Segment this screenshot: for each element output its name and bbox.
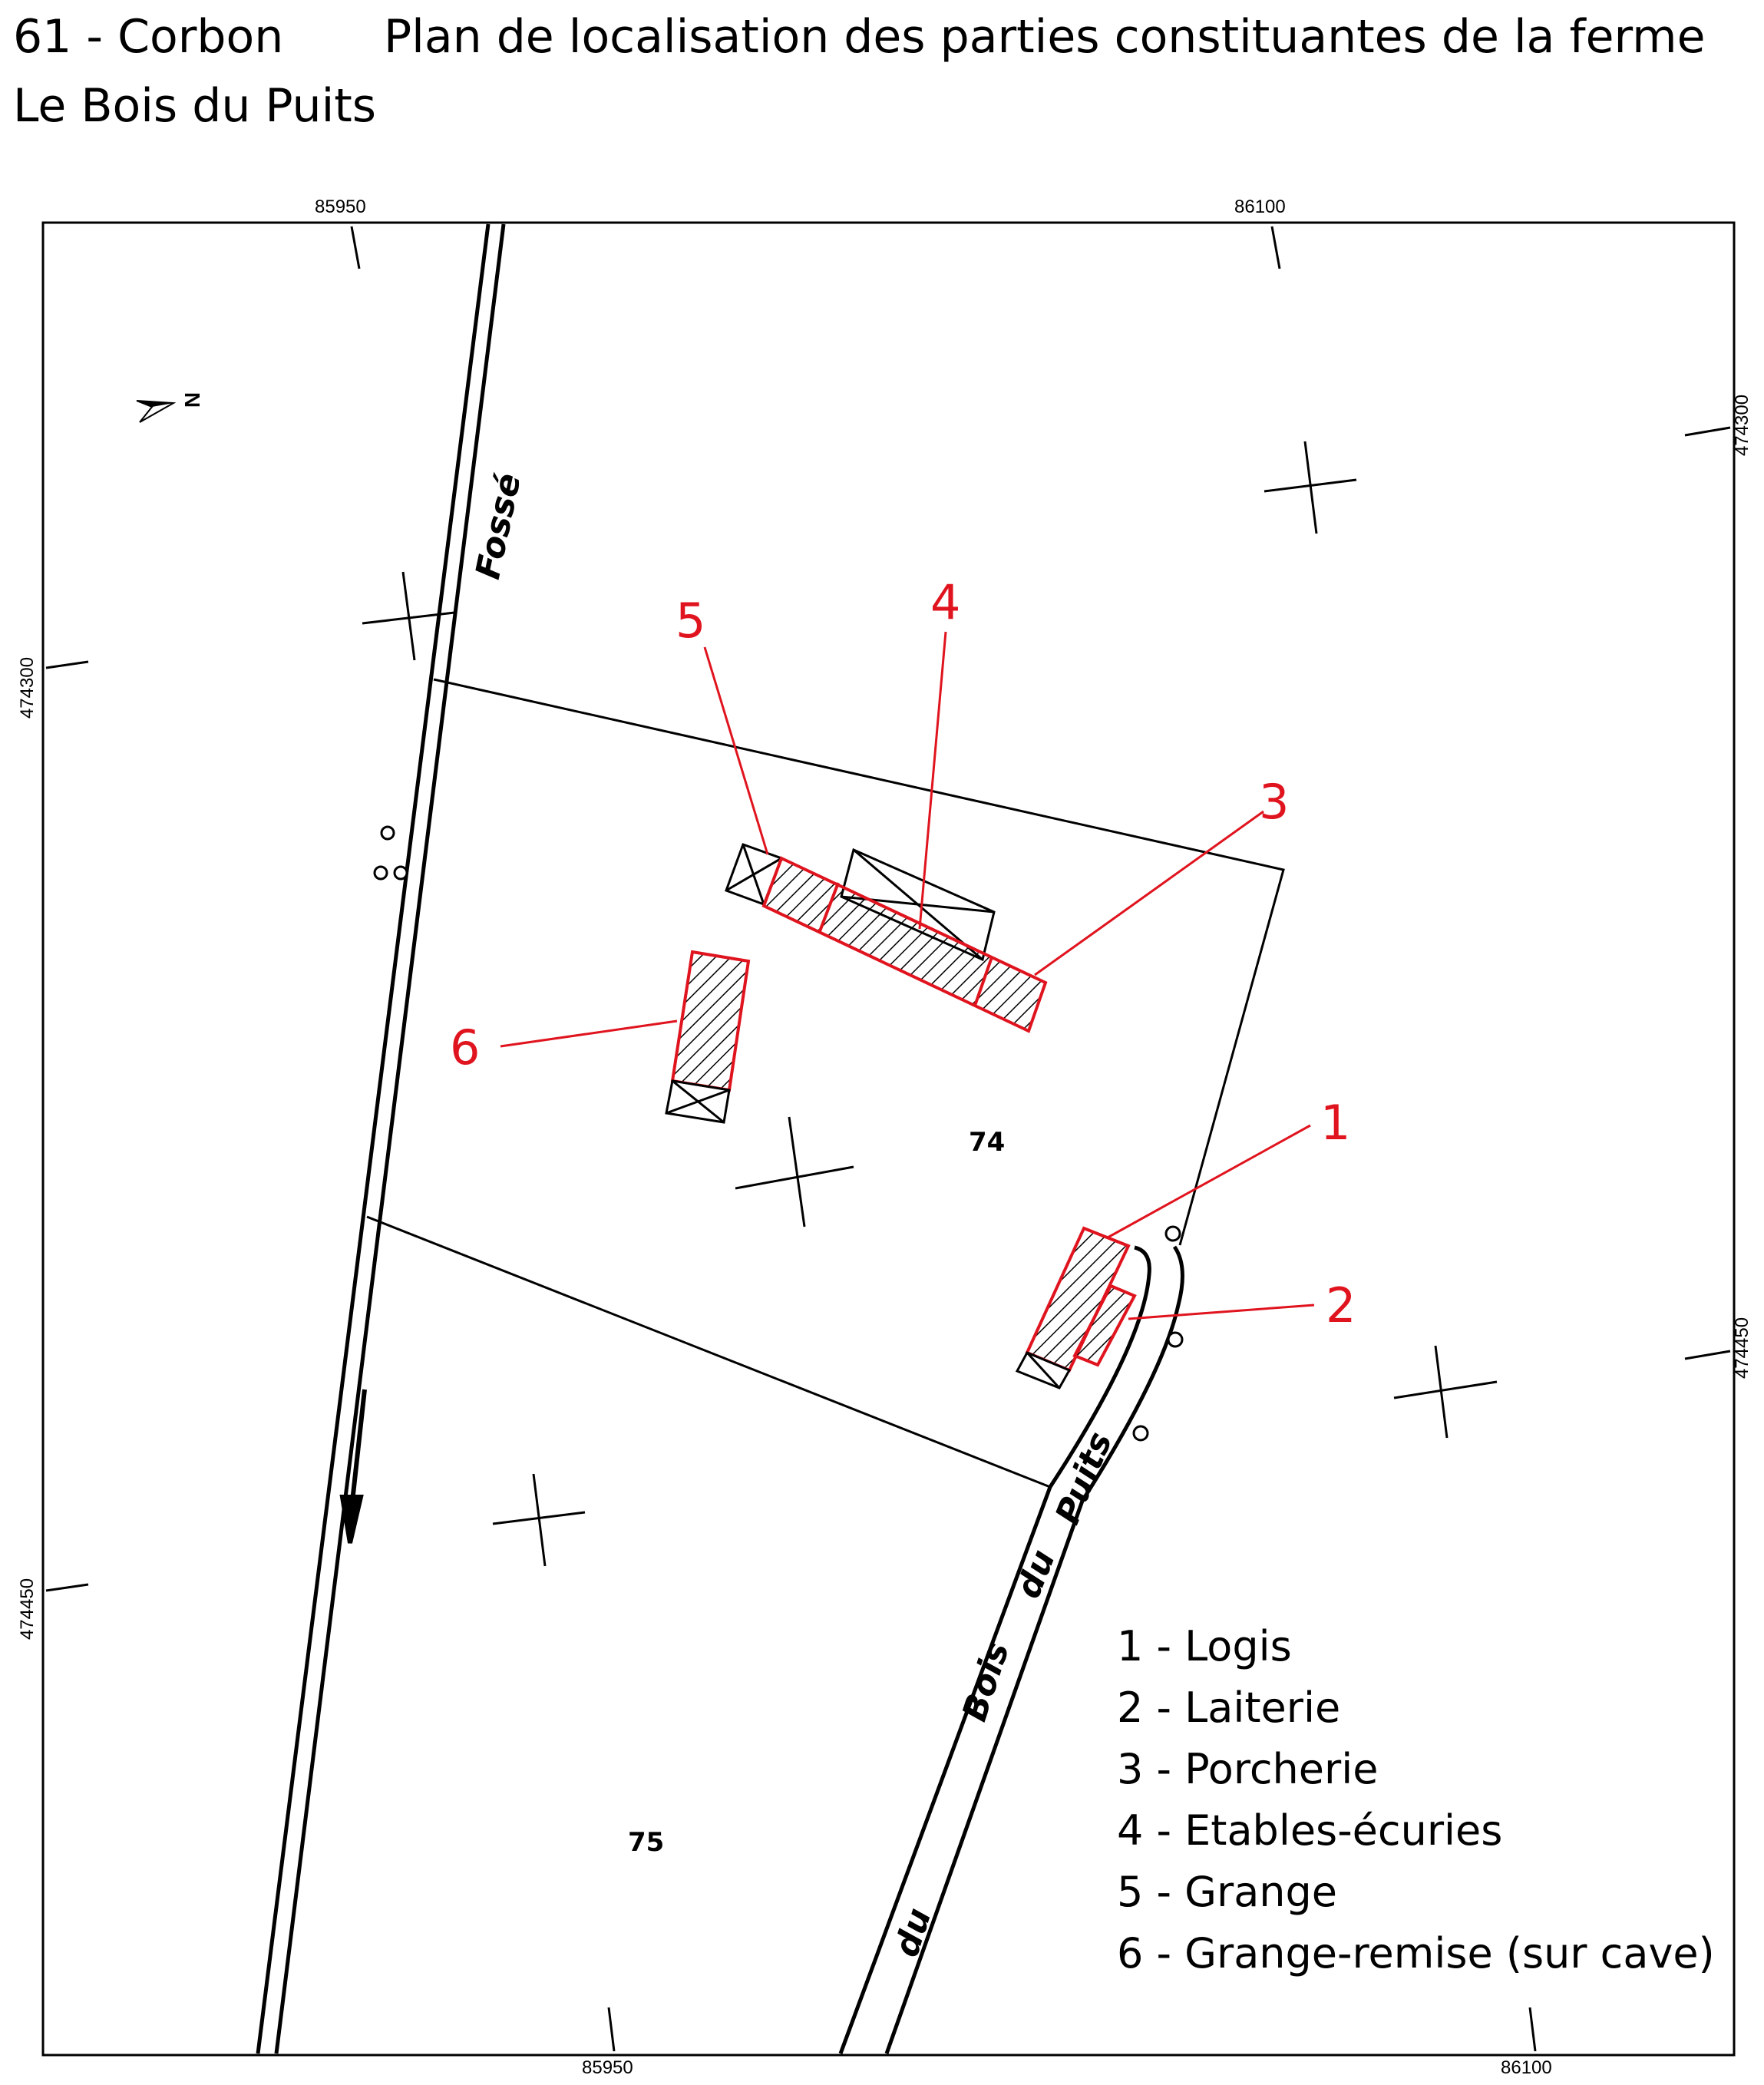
legend-item: 2 - Laiterie: [1117, 1684, 1341, 1732]
coord-left-upper: 474300: [17, 656, 38, 719]
callout-5: 5: [676, 593, 706, 649]
callout-2: 2: [1326, 1277, 1356, 1333]
legend: 1 - Logis 2 - Laiterie 3 - Porcherie 4 -…: [1117, 1616, 1715, 1984]
building-6: [665, 950, 751, 1124]
north-label: N: [180, 392, 205, 408]
parcel-number-75: 75: [628, 1827, 665, 1858]
plan-title: Plan de localisation des parties constit…: [384, 10, 1706, 64]
commune-title: 61 - Corbon: [13, 10, 284, 64]
place-name: Le Bois du Puits: [13, 79, 377, 133]
map-frame: [41, 221, 1736, 2057]
coord-top-left: 85950: [315, 197, 366, 217]
grid-ticks: [45, 226, 1731, 2052]
north-arrow-icon: [136, 400, 177, 423]
ditch-markers: [373, 825, 408, 881]
parcel-number-74: 74: [969, 1127, 1006, 1158]
coord-bottom-left: 85950: [582, 2057, 633, 2078]
legend-item: 4 - Etables-écuries: [1117, 1806, 1503, 1855]
ditch: [256, 223, 506, 2054]
hatched-barn-row: [761, 856, 1048, 1033]
callout-6: 6: [450, 1019, 481, 1076]
legend-item: 3 - Porcherie: [1117, 1745, 1379, 1793]
legend-item: 6 - Grange-remise (sur cave): [1117, 1929, 1715, 1978]
coord-top-right: 86100: [1234, 197, 1286, 217]
coord-bottom-right: 86100: [1501, 2057, 1552, 2078]
callout-4: 4: [930, 574, 961, 630]
parcel-boundaries: [366, 678, 1285, 1489]
legend-item: 5 - Grange: [1117, 1868, 1338, 1916]
coord-left-lower: 474450: [17, 1578, 38, 1641]
coord-right-upper: 474300: [1732, 394, 1753, 457]
coord-right-lower: 474450: [1732, 1317, 1753, 1380]
buildings-1-2: [1015, 1226, 1137, 1389]
grid-crosses: [362, 441, 1498, 1567]
flow-arrow: [339, 1389, 367, 1544]
callout-3: 3: [1259, 774, 1290, 830]
leader-lines: [500, 631, 1315, 1320]
callout-1: 1: [1320, 1095, 1351, 1151]
legend-item: 1 - Logis: [1117, 1622, 1292, 1670]
road-markers: [1132, 1225, 1184, 1442]
